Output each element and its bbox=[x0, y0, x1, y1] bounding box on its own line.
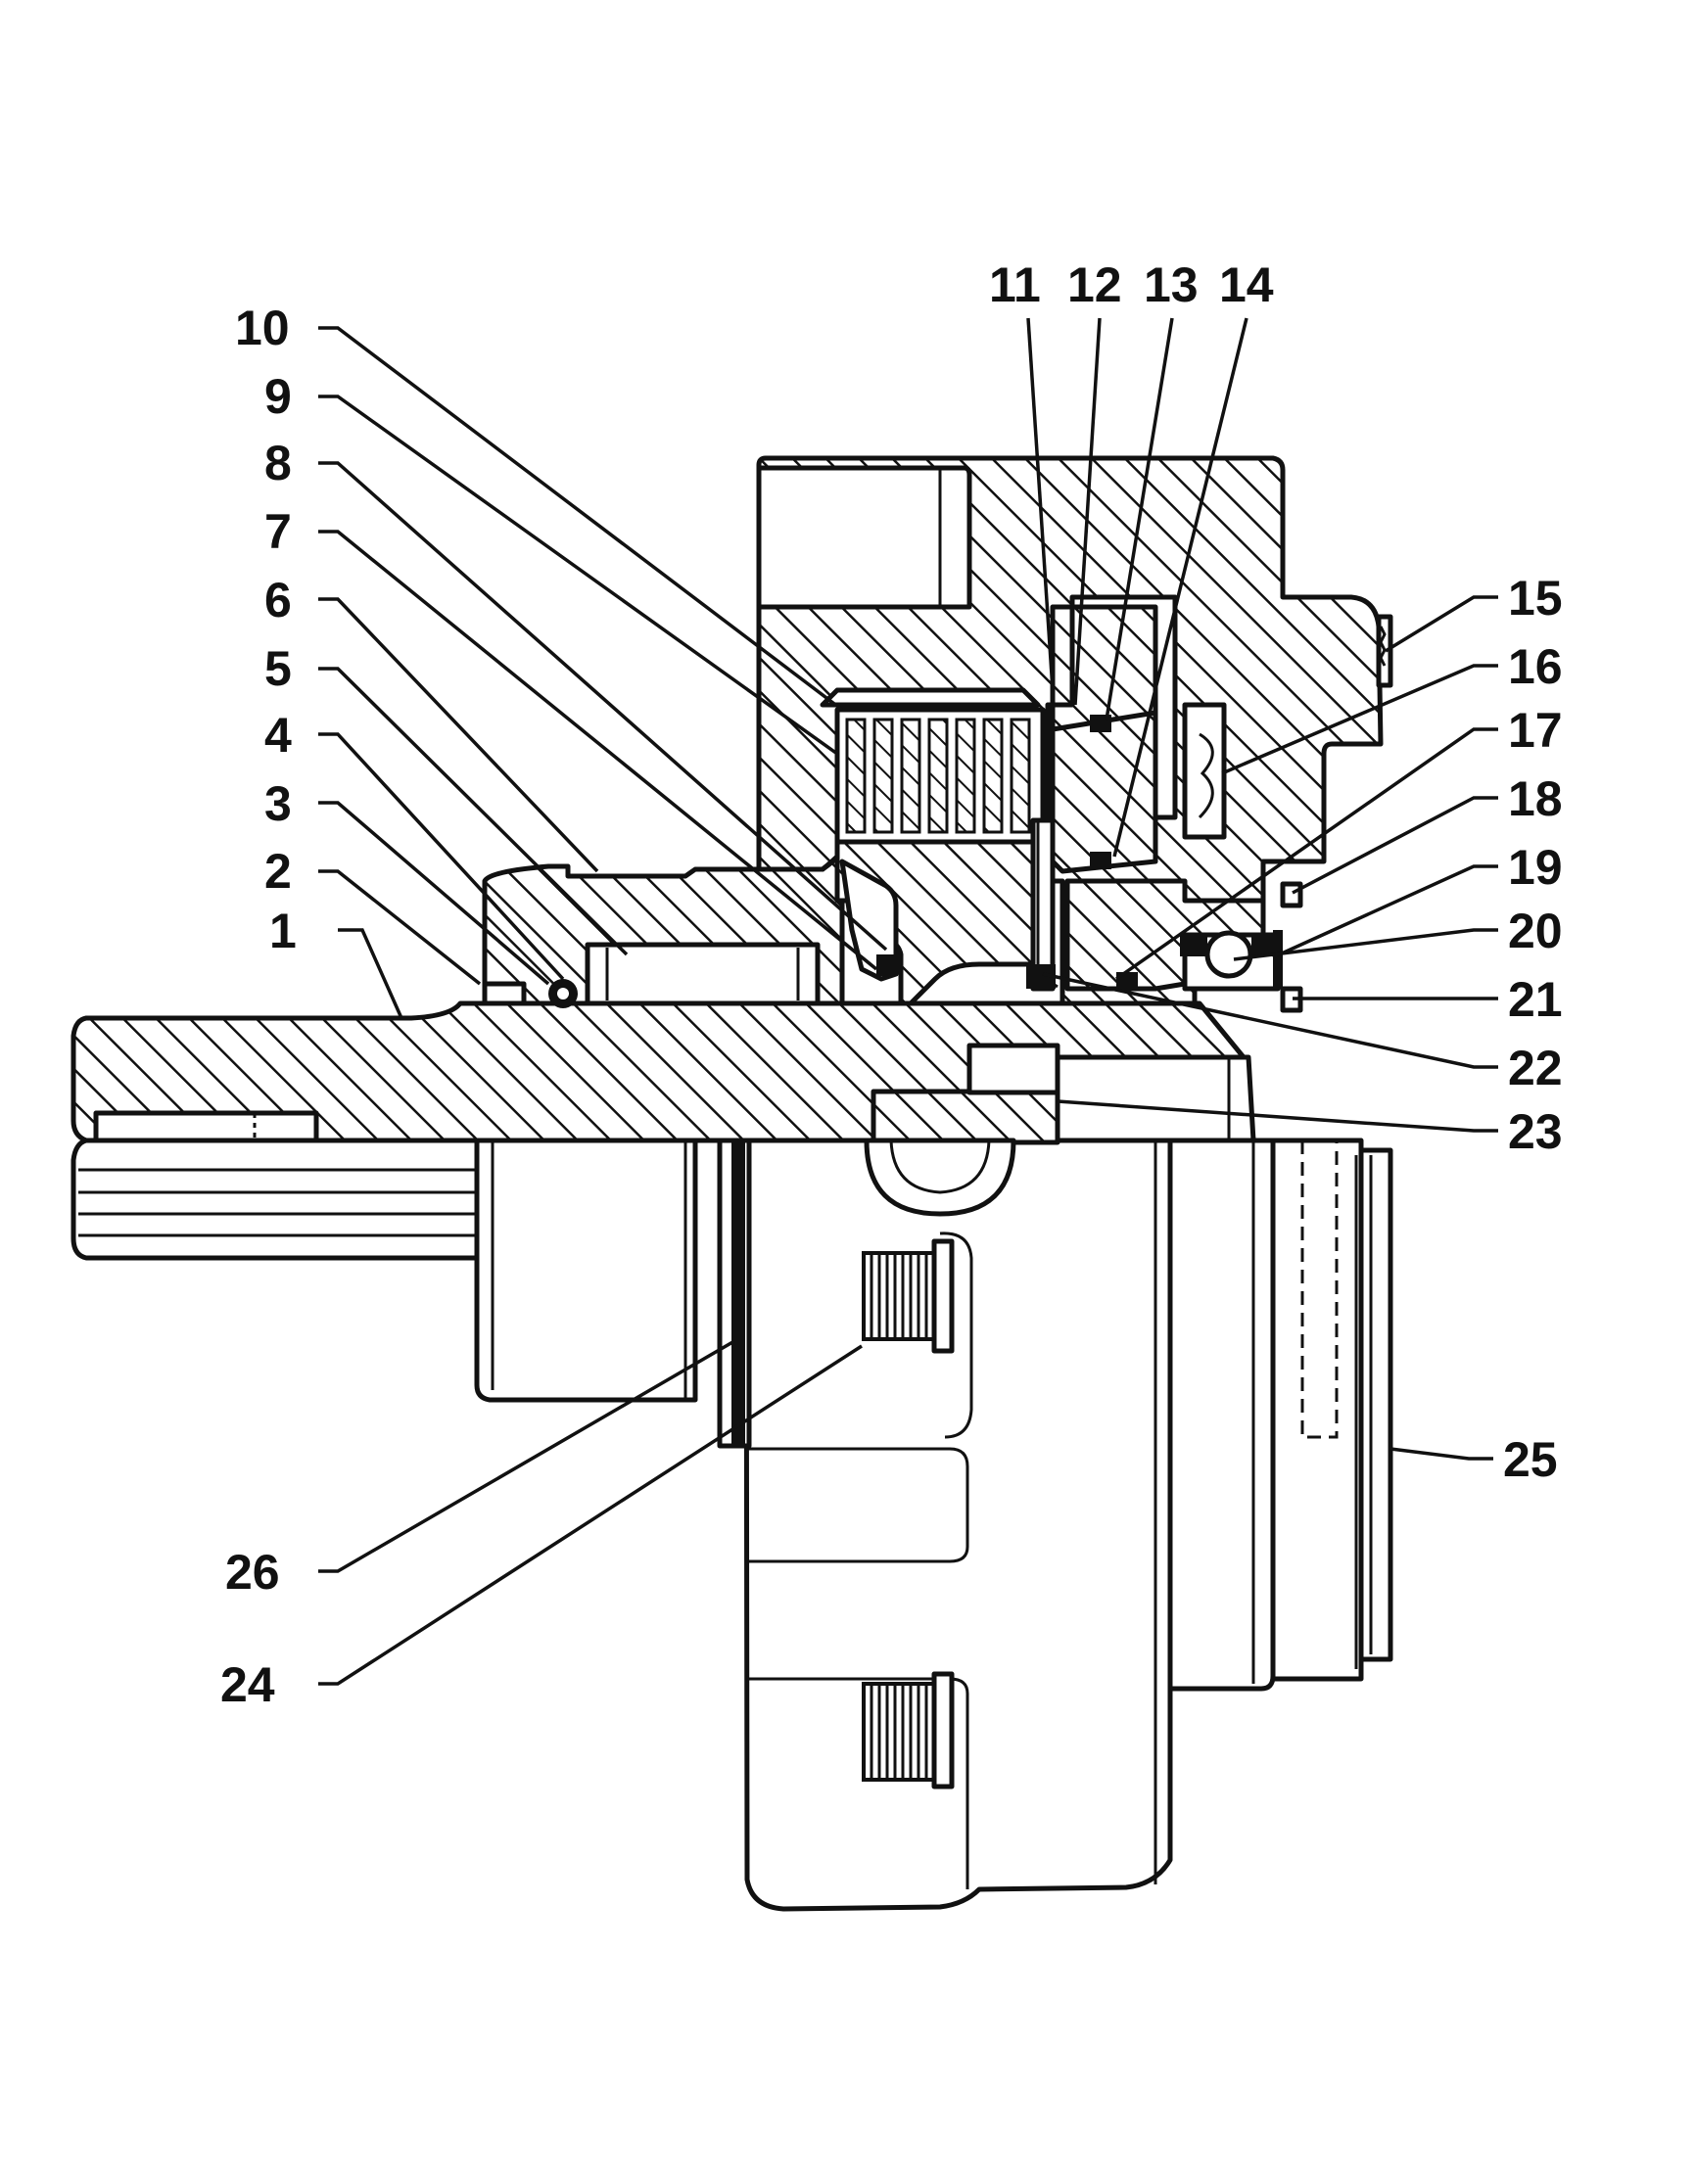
clutch-hub bbox=[834, 817, 1059, 1006]
leader-20 bbox=[1233, 928, 1498, 961]
callout-8: 8 bbox=[264, 436, 292, 490]
leader-8 bbox=[318, 461, 888, 952]
callout-3: 3 bbox=[264, 776, 292, 831]
callout-19: 19 bbox=[1508, 840, 1563, 895]
leader-11 bbox=[1026, 317, 1055, 691]
clutch-disc-pack bbox=[820, 687, 1046, 845]
adapter-flange-exterior bbox=[474, 1138, 698, 1403]
leader-lines bbox=[318, 317, 1498, 1686]
leader-6 bbox=[318, 597, 599, 873]
callout-2: 2 bbox=[264, 844, 292, 899]
leader-12 bbox=[1073, 317, 1102, 706]
leader-25 bbox=[1389, 1447, 1493, 1461]
callout-10: 10 bbox=[235, 301, 290, 355]
callout-21: 21 bbox=[1508, 972, 1563, 1027]
callout-20: 20 bbox=[1508, 904, 1563, 958]
bearing-pocket bbox=[864, 1138, 1016, 1217]
leader-19 bbox=[1272, 864, 1498, 959]
callout-14: 14 bbox=[1219, 257, 1274, 312]
gasket-plate-25 bbox=[1358, 1147, 1393, 1662]
callout-7: 7 bbox=[264, 504, 292, 559]
callout-26: 26 bbox=[225, 1545, 280, 1600]
gasket-26 bbox=[717, 1138, 752, 1449]
leader-22 bbox=[1042, 972, 1498, 1069]
leader-16 bbox=[1221, 664, 1498, 775]
callout-labels: 1 2 3 4 5 6 7 8 9 10 11 12 13 14 15 16 1… bbox=[220, 257, 1563, 1712]
callout-4: 4 bbox=[264, 708, 292, 763]
rear-cover bbox=[1270, 1138, 1364, 1682]
key-23 bbox=[871, 1043, 1060, 1145]
leader-23 bbox=[1057, 1099, 1498, 1133]
callout-23: 23 bbox=[1508, 1104, 1563, 1159]
leader-9 bbox=[318, 395, 839, 756]
callout-12: 12 bbox=[1067, 257, 1122, 312]
leader-1 bbox=[338, 928, 403, 1019]
clutch-piston bbox=[1050, 710, 1158, 874]
leader-3 bbox=[318, 801, 550, 986]
callout-22: 22 bbox=[1508, 1041, 1563, 1095]
leader-4 bbox=[318, 732, 565, 981]
callout-24: 24 bbox=[220, 1657, 275, 1712]
callout-17: 17 bbox=[1508, 703, 1563, 758]
leader-5 bbox=[318, 667, 629, 956]
face-seal-15 bbox=[1376, 614, 1393, 688]
leader-24 bbox=[318, 1344, 863, 1686]
thrust-washer bbox=[839, 859, 899, 982]
ball-bearing bbox=[1180, 930, 1283, 992]
callout-11: 11 bbox=[989, 257, 1041, 312]
leader-10 bbox=[318, 326, 844, 712]
leader-17 bbox=[1114, 727, 1498, 981]
leader-13 bbox=[1105, 317, 1174, 720]
callout-13: 13 bbox=[1144, 257, 1199, 312]
leader-18 bbox=[1292, 796, 1498, 895]
knurled-screw-upper bbox=[862, 1238, 955, 1354]
callout-15: 15 bbox=[1508, 571, 1563, 626]
leader-14 bbox=[1112, 317, 1248, 858]
leader-7 bbox=[318, 530, 878, 971]
hidden-bore-dashed bbox=[1300, 1140, 1339, 1439]
callout-6: 6 bbox=[264, 573, 292, 627]
knurled-screw-lower bbox=[862, 1671, 955, 1789]
front-cover bbox=[482, 849, 845, 1008]
callout-25: 25 bbox=[1503, 1432, 1558, 1487]
callout-5: 5 bbox=[264, 641, 292, 696]
callout-16: 16 bbox=[1508, 639, 1563, 694]
callout-9: 9 bbox=[264, 369, 292, 424]
flange-plate-right bbox=[1167, 1138, 1276, 1692]
callout-1: 1 bbox=[269, 904, 297, 958]
leader-2 bbox=[318, 869, 482, 986]
leader-15 bbox=[1385, 595, 1498, 653]
leader-26 bbox=[318, 1339, 735, 1573]
pump-housing-exterior bbox=[743, 1138, 1173, 1912]
callout-18: 18 bbox=[1508, 771, 1563, 826]
